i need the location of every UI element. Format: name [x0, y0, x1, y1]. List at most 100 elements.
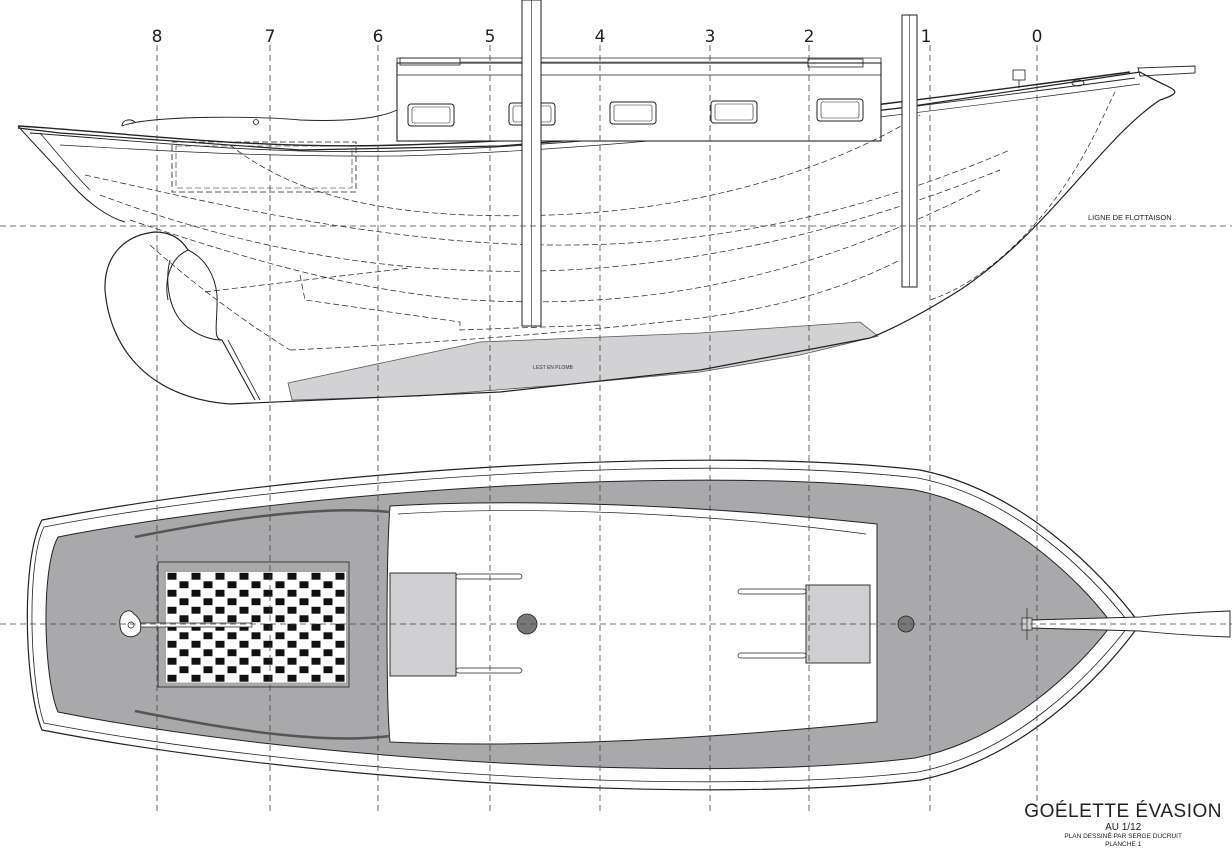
grating-square	[191, 606, 201, 614]
deckhouse-hatch-fwd	[807, 58, 864, 68]
grating-square	[323, 598, 333, 606]
drawing-scale: AU 1/12	[1105, 822, 1142, 833]
grating-square	[287, 589, 297, 597]
grating-square	[191, 640, 201, 648]
grating-square	[227, 666, 237, 674]
grating-square	[251, 581, 261, 589]
title-block: GOÉLETTE ÉVASION AU 1/12 PLAN DESSINÉ PA…	[1024, 802, 1222, 849]
grating-square	[323, 615, 333, 623]
grating-square	[275, 598, 285, 606]
grating-square	[191, 657, 201, 665]
grating-square	[287, 572, 297, 580]
grating-square	[311, 572, 321, 580]
grating-square	[299, 598, 309, 606]
grating-square	[179, 649, 189, 657]
grating-square	[263, 657, 273, 665]
grating-square	[203, 598, 213, 606]
grating-square	[239, 589, 249, 597]
station-label: 4	[595, 27, 606, 47]
porthole	[816, 98, 864, 122]
porthole	[407, 103, 455, 127]
grating-square	[167, 640, 177, 648]
grating-square	[239, 606, 249, 614]
stern-transom	[17, 125, 126, 223]
grating-square	[311, 640, 321, 648]
grating-square	[215, 589, 225, 597]
grating-square	[299, 649, 309, 657]
grating-square	[263, 589, 273, 597]
grating-square	[179, 632, 189, 640]
grating-square	[167, 674, 177, 682]
grating-square	[251, 649, 261, 657]
grating-square	[323, 649, 333, 657]
grating-square	[275, 649, 285, 657]
grating-square	[323, 581, 333, 589]
station-numbers: 8 7 6 5 4 3 2 1 0	[152, 27, 1043, 47]
grating-square	[203, 615, 213, 623]
grating-square	[311, 589, 321, 597]
grating-square	[323, 632, 333, 640]
grating-square	[299, 615, 309, 623]
stem-line	[929, 91, 1116, 301]
rudder-inner	[167, 259, 223, 341]
grating-square	[275, 666, 285, 674]
station-lines	[156, 45, 1038, 815]
lead-ballast	[287, 321, 879, 401]
grating-square	[263, 674, 273, 682]
grating-square	[167, 589, 177, 597]
grating-square	[287, 640, 297, 648]
grating-square	[311, 657, 321, 665]
buttock-lines	[84, 114, 1011, 351]
grating-square	[275, 615, 285, 623]
grating-square	[275, 581, 285, 589]
grating-square	[239, 640, 249, 648]
grating-square	[311, 674, 321, 682]
hatch-slides	[455, 573, 807, 674]
rudder-post	[221, 339, 261, 401]
grating-square	[251, 615, 261, 623]
grating-square	[335, 606, 345, 614]
grating-square	[251, 666, 261, 674]
grating-square	[227, 598, 237, 606]
grating-square	[203, 632, 213, 640]
grating-square	[191, 589, 201, 597]
grating-square	[287, 623, 297, 631]
grating-square	[335, 623, 345, 631]
grating-square	[263, 606, 273, 614]
ballast-label: LEST EN PLOMB	[533, 365, 573, 371]
grating-square	[203, 649, 213, 657]
grating-square	[191, 572, 201, 580]
deck-plan-view	[26, 459, 1231, 791]
drawing-author: PLAN DESSINÉ PAR SERGE DUCRUIT	[1064, 833, 1182, 840]
grating-square	[191, 674, 201, 682]
grating-square	[203, 581, 213, 589]
side-rail-port	[134, 508, 391, 539]
grating-square	[251, 632, 261, 640]
station-label: 0	[1032, 27, 1043, 47]
grating-square	[287, 674, 297, 682]
grating-square	[167, 606, 177, 614]
grating-square	[311, 606, 321, 614]
grating-square	[215, 572, 225, 580]
station-label: 7	[265, 27, 276, 47]
rudder	[187, 249, 256, 401]
profile-view: LEST EN PLOMB	[17, 0, 1196, 405]
rail-line	[59, 83, 1141, 157]
grating-square	[215, 606, 225, 614]
drawing-sheet: PLANCHE 1	[1105, 841, 1142, 848]
station-label: 2	[804, 27, 815, 47]
grating-square	[179, 598, 189, 606]
fwd-hatch	[805, 584, 871, 664]
grating-square	[263, 623, 273, 631]
rudder-blade	[166, 249, 189, 301]
grating-square	[179, 615, 189, 623]
grating-square	[287, 606, 297, 614]
main-mast-plan	[516, 613, 538, 635]
grating-square	[215, 657, 225, 665]
station-label: 8	[152, 27, 163, 47]
deckhouse-hatch-aft	[399, 57, 461, 66]
grating-square	[299, 632, 309, 640]
grating-square	[311, 623, 321, 631]
hull-outline	[17, 71, 1176, 405]
